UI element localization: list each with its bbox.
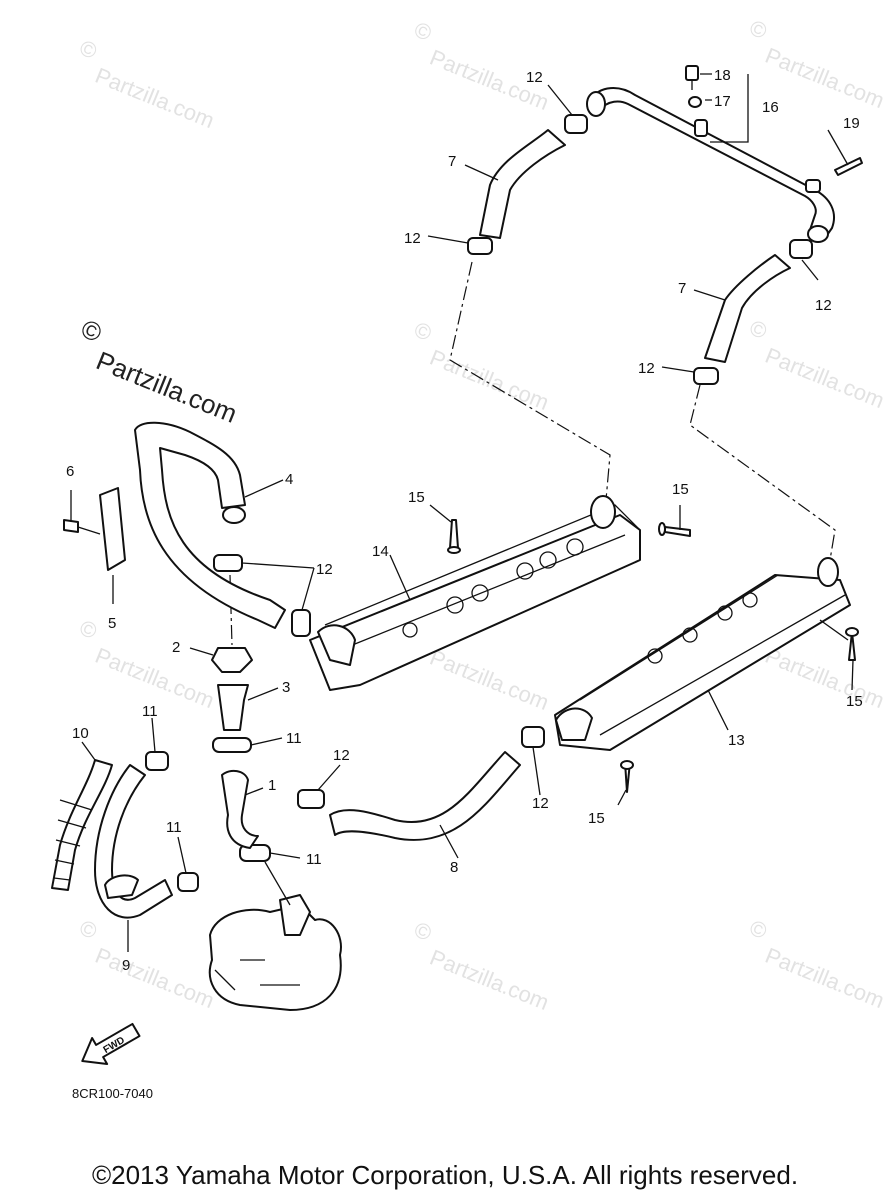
watermark-text: Partzilla.com: [762, 43, 888, 113]
watermark-symbol: ©: [411, 17, 435, 46]
callout-1: 1: [268, 777, 276, 794]
callout-12: 12: [316, 561, 333, 578]
callout-13: 13: [728, 732, 745, 749]
watermark-text: Partzilla.com: [426, 345, 552, 415]
callout-11: 11: [286, 730, 302, 747]
callout-10: 10: [72, 725, 89, 742]
hose-7-right: [704, 254, 791, 363]
callout-5: 5: [108, 615, 116, 632]
hose-1: [221, 769, 259, 849]
callout-9: 9: [122, 957, 130, 974]
callout-6: 6: [66, 463, 74, 480]
bolts-15: [447, 157, 863, 793]
connection-line: [689, 384, 836, 561]
clamps-11: [145, 737, 271, 892]
callout-7: 7: [448, 153, 456, 170]
watermark-text-dark: Partzilla.com: [92, 345, 241, 429]
watermark-symbol: ©: [746, 915, 770, 944]
callout-12: 12: [532, 795, 549, 812]
watermark-text: Partzilla.com: [92, 943, 218, 1013]
callout-8: 8: [450, 859, 458, 876]
callout-15: 15: [846, 693, 863, 710]
hose-8: [329, 751, 521, 841]
callout-17: 17: [714, 93, 731, 110]
callout-15: 15: [408, 489, 425, 506]
callout-12: 12: [526, 69, 543, 86]
callout-12: 12: [404, 230, 421, 247]
pump-housing: [208, 904, 342, 1011]
connection-line: [449, 261, 611, 501]
thermostat-cover-2: [211, 647, 253, 673]
callout-12: 12: [638, 360, 655, 377]
callout-15: 15: [672, 481, 689, 498]
watermark-symbol: ©: [76, 915, 100, 944]
callout-11: 11: [142, 703, 158, 720]
watermark-text: Partzilla.com: [92, 63, 218, 133]
watermark-symbol: ©: [76, 35, 100, 64]
watermark-text: Partzilla.com: [426, 645, 552, 715]
bracket-5: [99, 487, 126, 571]
hose-4: [134, 421, 286, 629]
callout-11: 11: [166, 819, 182, 836]
callouts: 12 7 12 18 17 16 19 7 12 12 15 15 14 4 6…: [66, 67, 863, 974]
watermark-symbol: ©: [746, 315, 770, 344]
thermostat-3: [217, 684, 249, 731]
watermark-symbol-dark: ©: [77, 313, 106, 348]
callout-12: 12: [815, 297, 832, 314]
copyright-notice: ©2013 Yamaha Motor Corporation, U.S.A. A…: [91, 1160, 799, 1190]
hose-10: [51, 759, 113, 891]
watermark-text: Partzilla.com: [426, 945, 552, 1015]
watermark-text: Partzilla.com: [762, 643, 888, 713]
callout-11: 11: [306, 851, 322, 868]
watermark-symbol: ©: [76, 615, 100, 644]
callout-18: 18: [714, 67, 731, 84]
callout-12: 12: [333, 747, 350, 764]
breather-pipe-assembly: [586, 65, 835, 243]
watermark-text: Partzilla.com: [762, 343, 888, 413]
clamps-12: [213, 114, 813, 809]
callout-19: 19: [843, 115, 860, 132]
watermark-symbol: ©: [411, 317, 435, 346]
callout-4: 4: [285, 471, 293, 488]
callout-2: 2: [172, 639, 180, 656]
fwd-arrow-icon: FWD: [81, 1022, 141, 1065]
leader-lines: [70, 84, 854, 952]
bolt-6: [63, 519, 79, 533]
callout-14: 14: [372, 543, 389, 560]
watermark-symbol: ©: [411, 917, 435, 946]
callout-15: 15: [588, 810, 605, 827]
hose-7-left: [479, 129, 566, 239]
watermark-symbol: ©: [746, 15, 770, 44]
hose-9: [94, 764, 173, 919]
heat-exchanger-13: [554, 557, 851, 751]
watermark-text: Partzilla.com: [762, 943, 888, 1013]
callout-7: 7: [678, 280, 686, 297]
diagram-code: 8CR100-7040: [72, 1086, 153, 1101]
callout-16: 16: [762, 99, 779, 116]
callout-3: 3: [282, 679, 290, 696]
heat-exchanger-14: [309, 495, 641, 691]
fwd-label: FWD: [102, 1035, 127, 1056]
